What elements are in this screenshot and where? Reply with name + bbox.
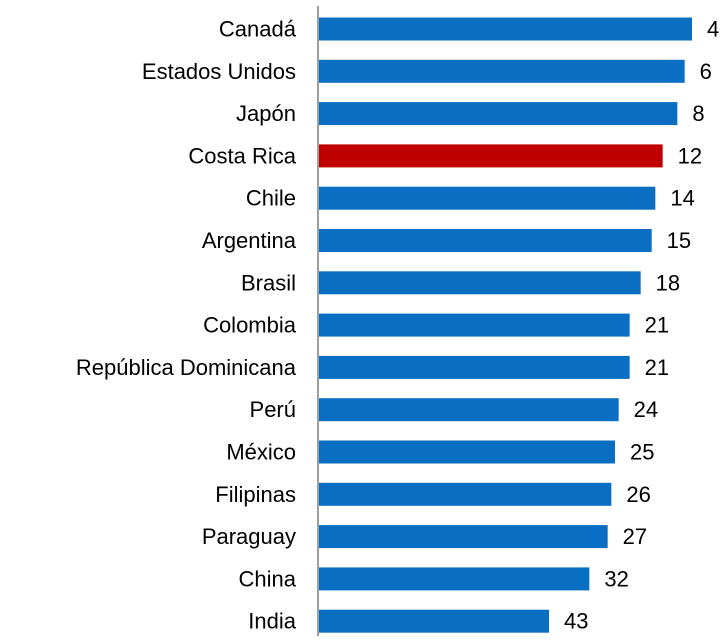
bar-peru xyxy=(319,398,619,422)
bar-group xyxy=(319,17,692,633)
bar-india xyxy=(319,609,549,633)
value-label-china: 32 xyxy=(604,566,628,591)
bar-argentina xyxy=(319,229,652,252)
bar-estados-unidos xyxy=(319,59,685,83)
category-label-mexico: México xyxy=(226,440,296,465)
category-label-peru: Perú xyxy=(250,397,296,422)
bar-costa-rica xyxy=(319,144,663,168)
value-label-colombia: 21 xyxy=(645,313,669,338)
bar-brasil xyxy=(319,271,641,295)
category-label-filipinas: Filipinas xyxy=(215,482,296,507)
category-label-colombia: Colombia xyxy=(203,313,297,338)
bar-japon xyxy=(319,102,678,126)
value-label-india: 43 xyxy=(564,609,588,634)
bar-canada xyxy=(319,17,692,41)
category-label-india: India xyxy=(248,609,296,634)
bar-china xyxy=(319,567,590,591)
bar-paraguay xyxy=(319,525,608,549)
category-label-chile: Chile xyxy=(246,186,296,211)
value-label-argentina: 15 xyxy=(667,228,691,253)
value-label-peru: 24 xyxy=(634,397,658,422)
category-label-republica-dominicana: República Dominicana xyxy=(76,355,297,380)
bar-mexico xyxy=(319,440,615,464)
value-label-canada: 4 xyxy=(707,17,719,42)
value-label-republica-dominicana: 21 xyxy=(645,355,669,380)
category-label-japon: Japón xyxy=(236,101,296,126)
category-label-canada: Canadá xyxy=(219,17,297,42)
category-label-brasil: Brasil xyxy=(241,270,296,295)
category-label-argentina: Argentina xyxy=(202,228,297,253)
value-label-mexico: 25 xyxy=(630,440,654,465)
bar-filipinas xyxy=(319,482,612,506)
value-label-paraguay: 27 xyxy=(623,524,647,549)
value-label-japon: 8 xyxy=(692,101,704,126)
category-label-estados-unidos: Estados Unidos xyxy=(142,59,296,84)
value-label-chile: 14 xyxy=(670,186,694,211)
bar-chile xyxy=(319,186,656,210)
category-label-paraguay: Paraguay xyxy=(202,524,296,549)
value-label-estados-unidos: 6 xyxy=(700,59,712,84)
bar-republica-dominicana xyxy=(319,355,630,379)
value-label-costa-rica: 12 xyxy=(678,143,702,168)
category-label-costa-rica: Costa Rica xyxy=(188,143,296,168)
bar-colombia xyxy=(319,313,630,337)
category-label-china: China xyxy=(239,566,297,591)
value-labels: 4 6 8 12 14 15 18 21 21 24 25 26 27 32 43 xyxy=(564,17,719,634)
value-label-brasil: 18 xyxy=(656,270,680,295)
value-label-filipinas: 26 xyxy=(626,482,650,507)
